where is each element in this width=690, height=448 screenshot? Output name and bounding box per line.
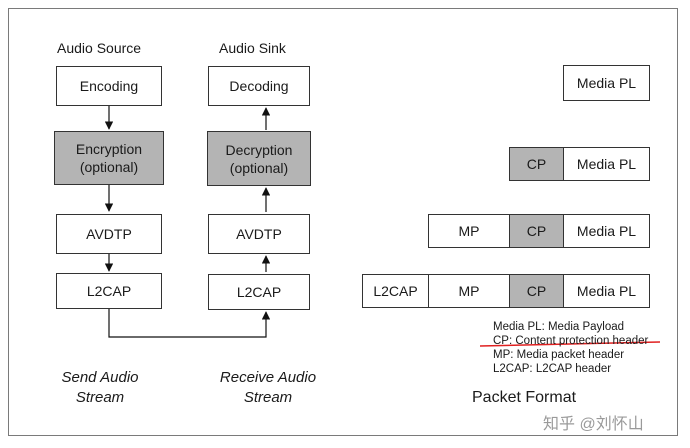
packet-row4-l2cap: L2CAP bbox=[362, 274, 429, 308]
watermark: 知乎 @刘怀山 bbox=[543, 416, 644, 433]
audio-sink-title: Audio Sink bbox=[219, 40, 286, 56]
send-caption-line2: Stream bbox=[75, 389, 125, 406]
packet-row3-mp: MP bbox=[428, 214, 510, 248]
encryption-box: Encryption (optional) bbox=[54, 131, 164, 185]
encoding-box: Encoding bbox=[56, 66, 162, 106]
packet-row2-cp: CP bbox=[509, 147, 564, 181]
send-l2cap-box: L2CAP bbox=[56, 273, 162, 309]
receive-l2cap-box: L2CAP bbox=[208, 274, 310, 310]
legend-media-pl: Media PL: Media Payload bbox=[493, 321, 625, 333]
legend-mp: MP: Media packet header bbox=[493, 349, 625, 361]
send-avdtp-box: AVDTP bbox=[56, 214, 162, 254]
receive-caption-line2: Stream bbox=[243, 389, 293, 406]
legend-l2cap: L2CAP: L2CAP header bbox=[493, 363, 612, 375]
packet-row4-cp: CP bbox=[509, 274, 564, 308]
legend-cp: CP: Content protection header bbox=[493, 335, 649, 347]
decryption-optional-label: (optional) bbox=[229, 159, 289, 176]
packet-row2-media-pl: Media PL bbox=[563, 147, 650, 181]
packet-row4-media-pl: Media PL bbox=[563, 274, 650, 308]
encryption-optional-label: (optional) bbox=[79, 159, 139, 175]
packet-format-title: Packet Format bbox=[472, 389, 577, 406]
diagram-frame bbox=[8, 8, 678, 436]
packet-row3-media-pl: Media PL bbox=[563, 214, 650, 248]
send-caption: Send Audio Stream bbox=[40, 368, 160, 408]
decryption-label: Decryption bbox=[225, 141, 293, 158]
audio-source-title: Audio Source bbox=[57, 40, 142, 56]
legend-underline bbox=[479, 341, 661, 347]
send-caption-line1: Send Audio bbox=[61, 369, 139, 386]
packet-legend: Media PL: Media Payload CP: Content prot… bbox=[493, 320, 648, 376]
packet-row3-cp: CP bbox=[509, 214, 564, 248]
receive-avdtp-box: AVDTP bbox=[208, 214, 310, 254]
encryption-label: Encryption bbox=[75, 141, 143, 157]
packet-row4-mp: MP bbox=[428, 274, 510, 308]
decryption-box: Decryption (optional) bbox=[207, 131, 311, 186]
packet-row1-media-pl: Media PL bbox=[563, 65, 650, 101]
decoding-box: Decoding bbox=[208, 66, 310, 106]
connector-l2cap-bottom bbox=[108, 309, 271, 338]
receive-caption-line1: Receive Audio bbox=[219, 369, 317, 386]
receive-caption: Receive Audio Stream bbox=[205, 368, 331, 408]
